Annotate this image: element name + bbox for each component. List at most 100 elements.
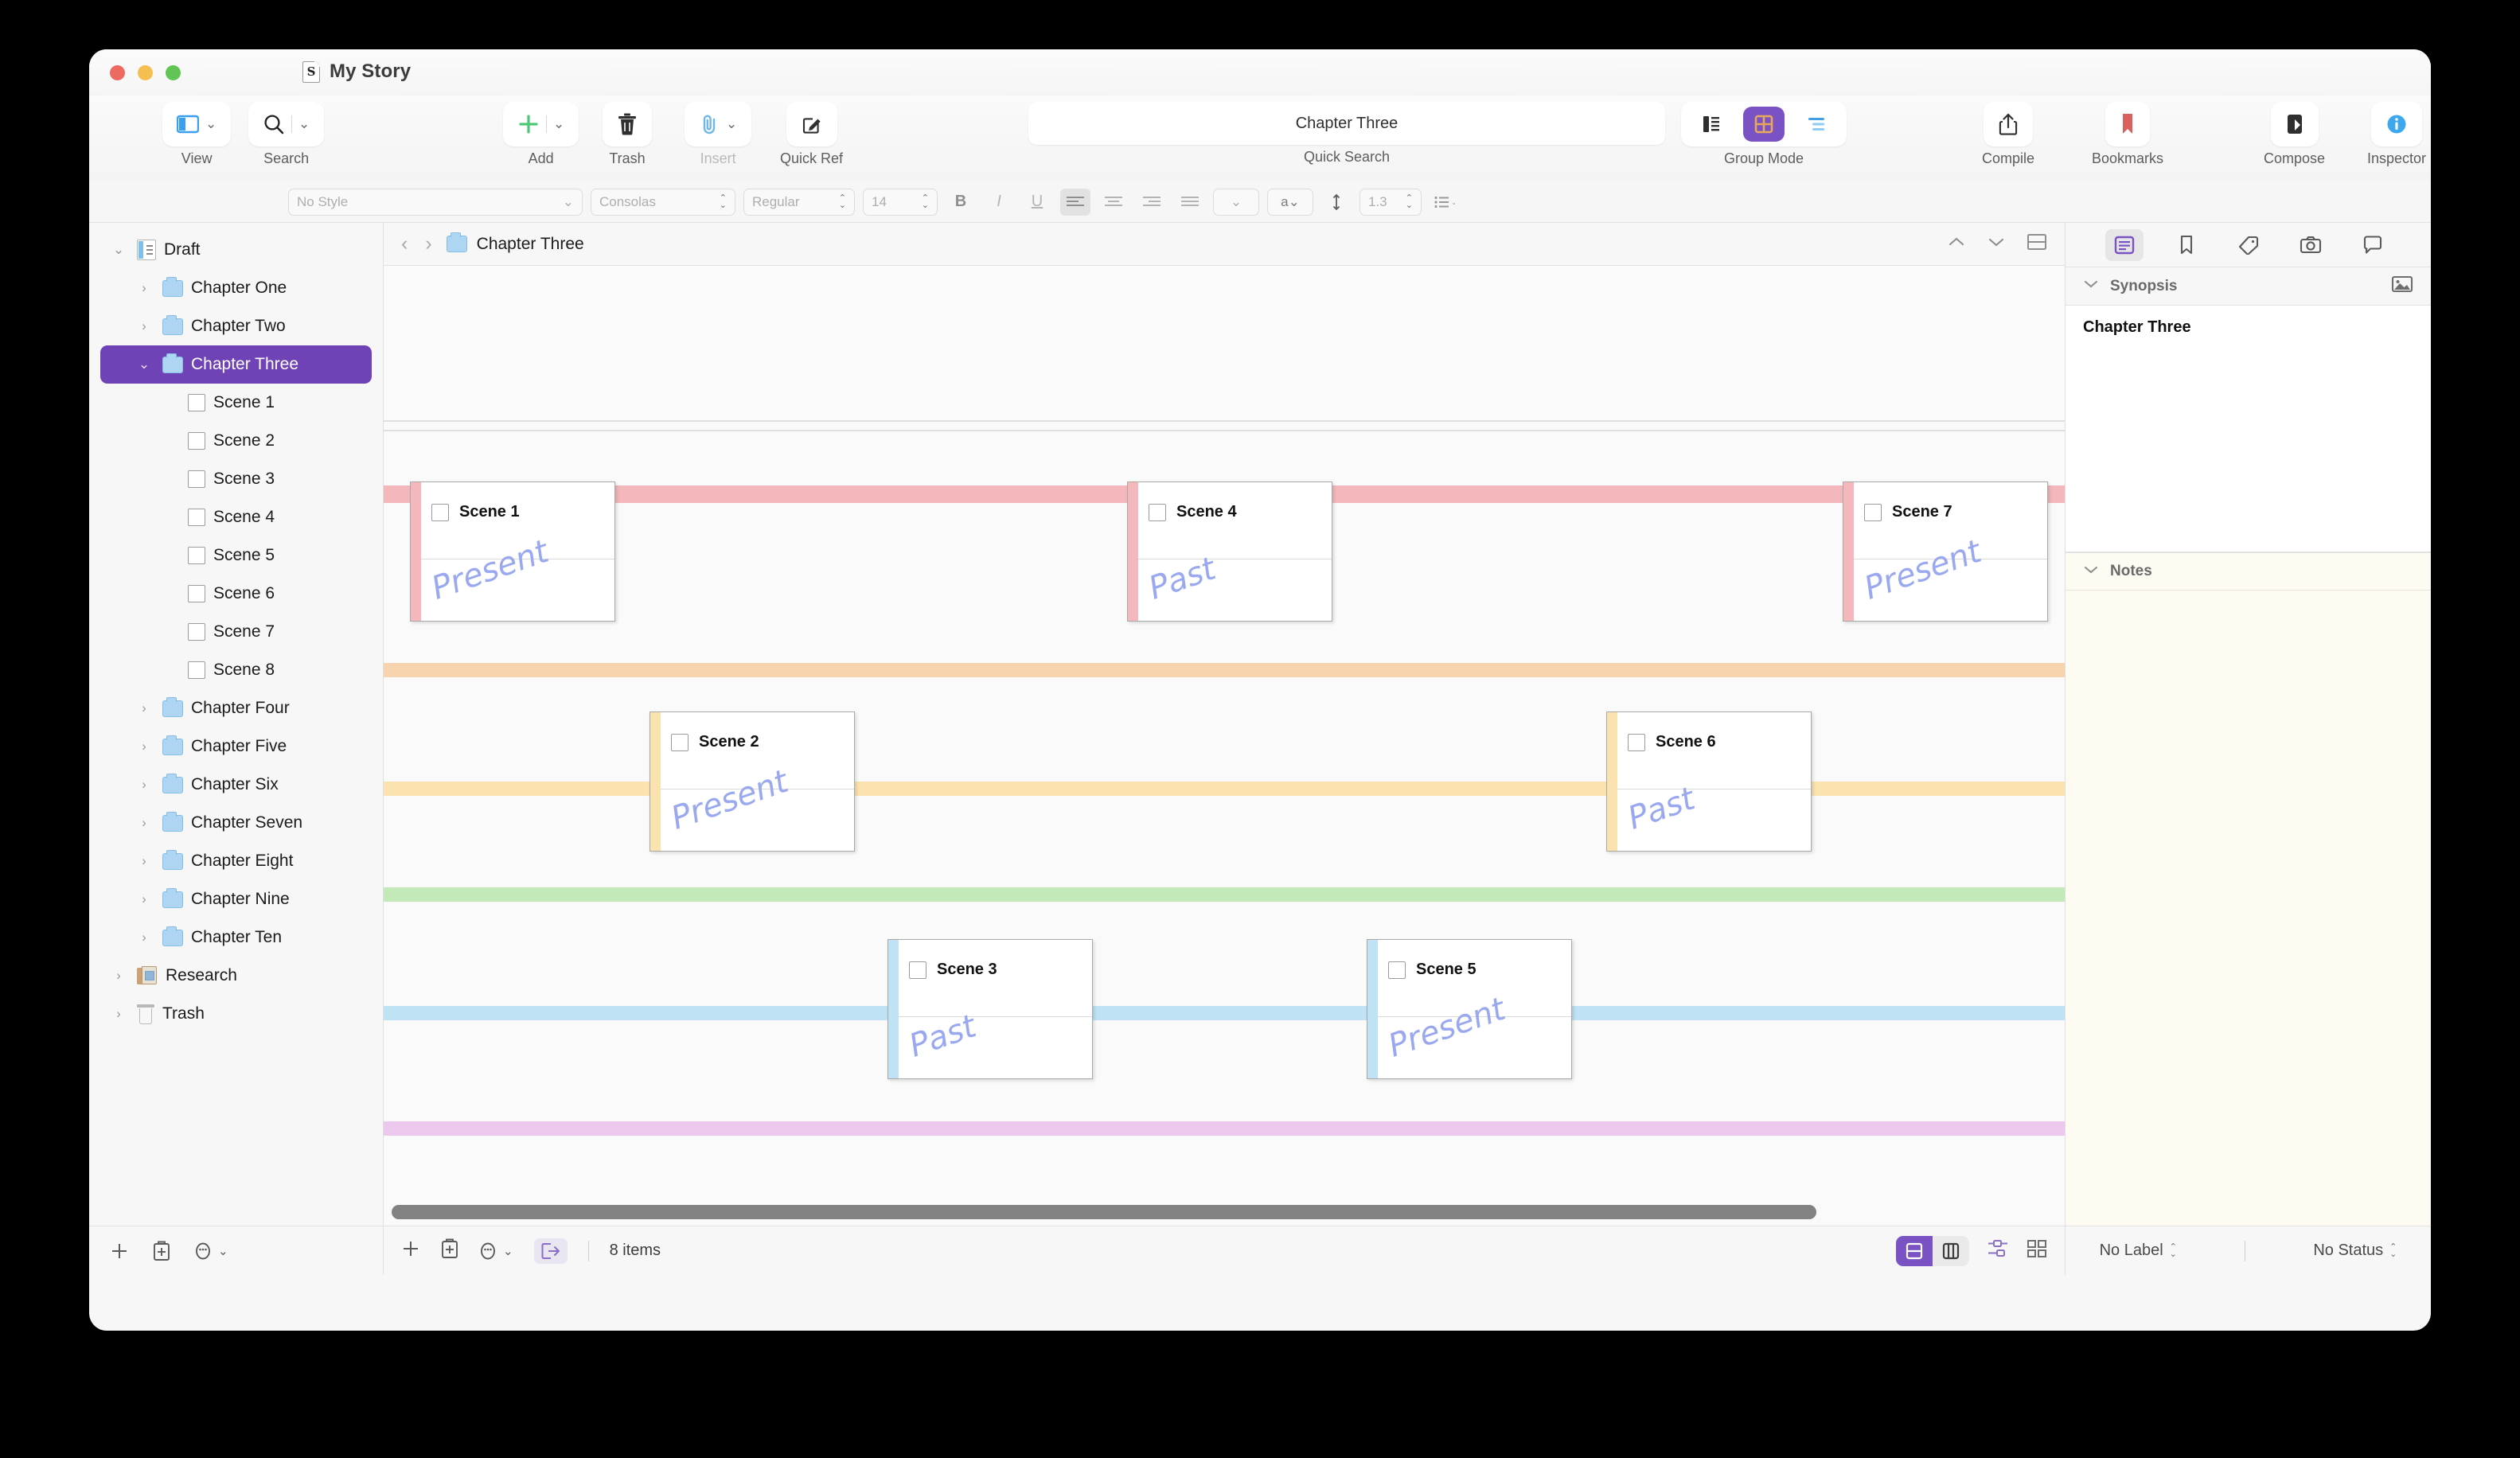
search-button[interactable]: ⌄: [248, 102, 325, 146]
view-columns-button[interactable]: [1933, 1236, 1969, 1266]
sidebar-item-chapter-two[interactable]: ›Chapter Two: [100, 307, 372, 345]
group-mode-corkboard-button[interactable]: [1743, 107, 1785, 142]
bookmarks-button[interactable]: [2105, 102, 2151, 146]
chevron-down-icon[interactable]: ⌄: [205, 116, 217, 131]
bold-button[interactable]: B: [954, 193, 967, 210]
toolbar-quicksearch-group[interactable]: Chapter Three Quick Search: [1028, 102, 1665, 166]
compile-button[interactable]: [1984, 102, 2034, 146]
add-item-button[interactable]: [110, 1242, 129, 1261]
chevron-down-icon[interactable]: ⌄: [138, 357, 150, 372]
maximize-window-button[interactable]: [166, 65, 181, 80]
align-left-button[interactable]: [1060, 188, 1090, 216]
card-checkbox[interactable]: [431, 503, 449, 521]
view-button[interactable]: ⌄: [162, 102, 232, 146]
inspector-tab-comments[interactable]: [2354, 229, 2392, 261]
add-card-button[interactable]: [401, 1239, 420, 1262]
line-height-select[interactable]: 1.3 ⌃⌄: [1359, 188, 1422, 216]
italic-button[interactable]: I: [997, 193, 1001, 210]
sidebar-item-chapter-four[interactable]: ›Chapter Four: [100, 689, 372, 727]
card-checkbox[interactable]: [909, 961, 926, 979]
picture-icon[interactable]: [2391, 275, 2413, 297]
inspector-tab-metadata[interactable]: [2229, 229, 2268, 261]
label-select[interactable]: No Label ⌃⌄: [2100, 1242, 2177, 1260]
chevron-right-icon[interactable]: ›: [142, 739, 146, 754]
highlight-color-button[interactable]: a⌄: [1267, 188, 1313, 216]
group-mode-segmented[interactable]: [1681, 102, 1847, 146]
card-checkbox[interactable]: [1864, 503, 1882, 521]
align-right-button[interactable]: [1137, 189, 1167, 216]
toolbar-add-group[interactable]: ⌄ Add: [503, 102, 579, 167]
sidebar-item-trash[interactable]: ›Trash: [100, 995, 372, 1033]
paragraph-style-select[interactable]: No Style ⌄: [288, 188, 583, 216]
chevron-right-icon[interactable]: ›: [142, 815, 146, 830]
chevron-down-icon[interactable]: ⌄: [726, 116, 738, 131]
sidebar-item-scene-1[interactable]: Scene 1: [100, 384, 372, 422]
inspector-tab-snapshots[interactable]: [2292, 229, 2330, 261]
arrange-freeform-button[interactable]: [1987, 1238, 2009, 1263]
sidebar-item-scene-3[interactable]: Scene 3: [100, 460, 372, 498]
card-checkbox[interactable]: [1388, 961, 1406, 979]
chevron-right-icon[interactable]: ›: [142, 777, 146, 792]
toolbar-inspector-group[interactable]: Inspector: [2367, 102, 2426, 167]
trash-button[interactable]: [603, 102, 652, 146]
quick-ref-button[interactable]: [786, 102, 837, 146]
chevron-right-icon[interactable]: ›: [142, 700, 146, 715]
add-button[interactable]: ⌄: [503, 102, 579, 146]
add-folder-card-button[interactable]: [441, 1238, 458, 1263]
card-checkbox[interactable]: [1149, 503, 1166, 521]
corkboard-options-button[interactable]: ⌄: [479, 1241, 513, 1261]
toolbar-search-group[interactable]: ⌄ Search: [248, 102, 325, 167]
export-arrow-button[interactable]: [533, 1238, 568, 1264]
toolbar-compile-group[interactable]: Compile: [1982, 102, 2034, 167]
chevron-down-icon[interactable]: [1987, 236, 2006, 252]
chevron-right-icon[interactable]: ›: [425, 232, 432, 255]
split-horizontal-icon[interactable]: [2027, 233, 2047, 255]
text-color-button[interactable]: ⌄: [1213, 188, 1259, 216]
card-checkbox[interactable]: [671, 733, 689, 751]
sidebar-item-chapter-nine[interactable]: ›Chapter Nine: [100, 880, 372, 918]
chevron-down-icon[interactable]: [2083, 564, 2099, 579]
chevron-right-icon[interactable]: ›: [142, 280, 146, 295]
sidebar-item-scene-8[interactable]: Scene 8: [100, 651, 372, 689]
inspector-button[interactable]: [2371, 102, 2423, 146]
horizontal-scrollbar[interactable]: [392, 1205, 2054, 1219]
chevron-right-icon[interactable]: ›: [142, 853, 146, 868]
chevron-right-icon[interactable]: ›: [116, 1006, 121, 1021]
sidebar-item-chapter-three[interactable]: ⌄Chapter Three: [100, 345, 372, 384]
view-corkboard-rows-button[interactable]: [1896, 1235, 1933, 1266]
synopsis-header[interactable]: Synopsis: [2066, 267, 2431, 306]
toolbar-trash-group[interactable]: Trash: [603, 102, 652, 167]
toolbar-groupmode-group[interactable]: Group Mode: [1681, 102, 1847, 167]
binder-tree[interactable]: ⌄Draft›Chapter One›Chapter Two⌄Chapter T…: [89, 223, 383, 1226]
toolbar-insert-group[interactable]: ⌄ Insert: [685, 102, 752, 167]
sidebar-item-chapter-seven[interactable]: ›Chapter Seven: [100, 804, 372, 842]
minimize-window-button[interactable]: [138, 65, 153, 80]
font-weight-select[interactable]: Regular ⌃⌄: [743, 188, 855, 216]
editor-header-controls[interactable]: [1947, 233, 2047, 255]
sidebar-item-scene-6[interactable]: Scene 6: [100, 575, 372, 613]
toolbar-quickref-group[interactable]: Quick Ref: [780, 102, 843, 167]
list-button[interactable]: ⌄: [1430, 189, 1460, 216]
breadcrumb[interactable]: Chapter Three: [446, 232, 584, 254]
sidebar-item-scene-5[interactable]: Scene 5: [100, 536, 372, 575]
inspector-tab-bookmarks[interactable]: [2167, 229, 2206, 261]
chevron-down-icon[interactable]: ⌄: [298, 116, 310, 131]
new-folder-button[interactable]: [153, 1241, 170, 1261]
group-mode-outliner-button[interactable]: [1796, 107, 1837, 142]
chevron-right-icon[interactable]: ›: [142, 318, 146, 333]
compose-button[interactable]: [2270, 102, 2319, 146]
toolbar-view-group[interactable]: ⌄ View: [162, 102, 232, 167]
sidebar-item-chapter-six[interactable]: ›Chapter Six: [100, 766, 372, 804]
font-size-select[interactable]: 14 ⌃⌄: [863, 188, 938, 216]
chevron-left-icon[interactable]: ‹: [401, 232, 408, 255]
toolbar-compose-group[interactable]: Compose: [2264, 102, 2325, 167]
sidebar-item-scene-4[interactable]: Scene 4: [100, 498, 372, 536]
group-mode-scrivenings-button[interactable]: [1691, 107, 1732, 142]
